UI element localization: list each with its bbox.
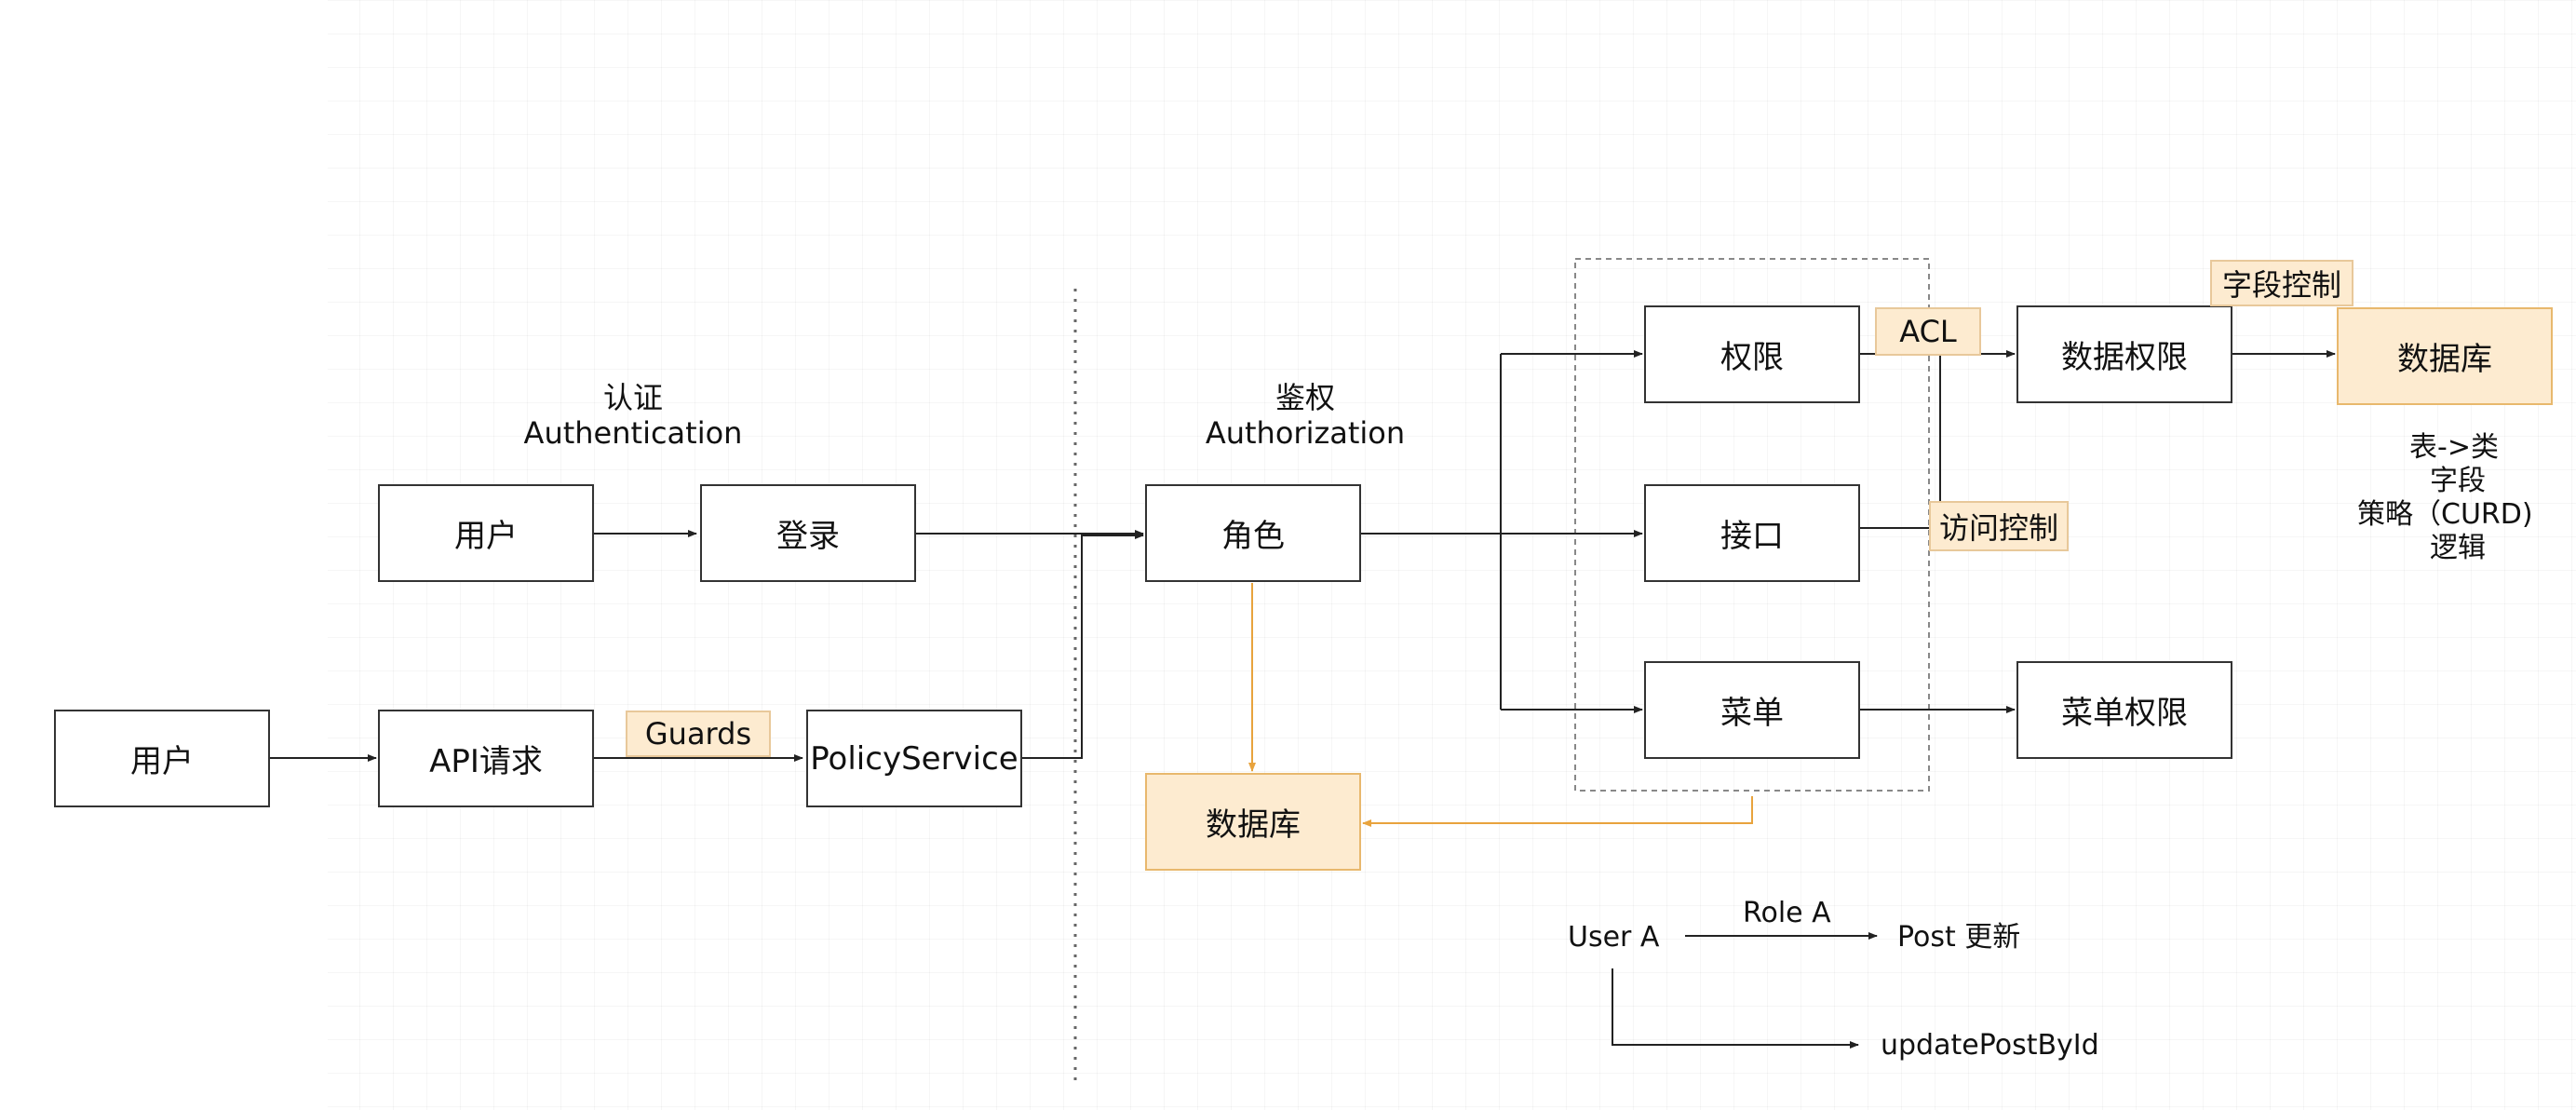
example-role: Role A [1743, 897, 1831, 929]
example-method: updatePostById [1881, 1029, 2099, 1062]
authentication-title-en: Authentication [523, 415, 743, 451]
permission-box: 权限 [1644, 305, 1860, 403]
authentication-title-cn: 认证 [602, 380, 663, 415]
acl-tag: ACL [1875, 307, 1981, 356]
policy-service-box: PolicyService [806, 710, 1022, 807]
user-box-left: 用户 [54, 710, 270, 807]
interface-box: 接口 [1644, 484, 1860, 582]
grid-mask [0, 0, 328, 1110]
arrow-group-database [1362, 796, 1753, 827]
arrow-policy-role [1022, 532, 1144, 759]
menu-box: 菜单 [1644, 661, 1860, 759]
guards-tag: Guards [626, 711, 771, 757]
example-post-update: Post 更新 [1897, 921, 2021, 954]
note-table-class: 表->类 [2409, 431, 2499, 464]
menu-permission-box: 菜单权限 [2016, 661, 2232, 759]
example-user: User A [1568, 921, 1660, 954]
authorization-title-en: Authorization [1205, 415, 1406, 451]
authorization-title: 鉴权 Authorization [1175, 380, 1436, 451]
login-box: 登录 [700, 484, 916, 582]
api-request-box: API请求 [378, 710, 594, 807]
note-logic: 逻辑 [2430, 532, 2486, 564]
note-policy: 策略（CURD) [2357, 498, 2533, 531]
authorization-title-cn: 鉴权 [1275, 380, 1335, 415]
field-control-tag: 字段控制 [2210, 260, 2353, 306]
role-box: 角色 [1145, 484, 1361, 582]
user-box-top: 用户 [378, 484, 594, 582]
arrow-user-method [1612, 968, 1859, 1049]
database-box-right: 数据库 [2337, 307, 2553, 405]
data-permission-box: 数据权限 [2016, 305, 2232, 403]
database-box: 数据库 [1145, 773, 1361, 871]
authentication-title: 认证 Authentication [503, 380, 763, 451]
access-control-tag: 访问控制 [1929, 501, 2069, 551]
note-field: 字段 [2430, 465, 2486, 497]
